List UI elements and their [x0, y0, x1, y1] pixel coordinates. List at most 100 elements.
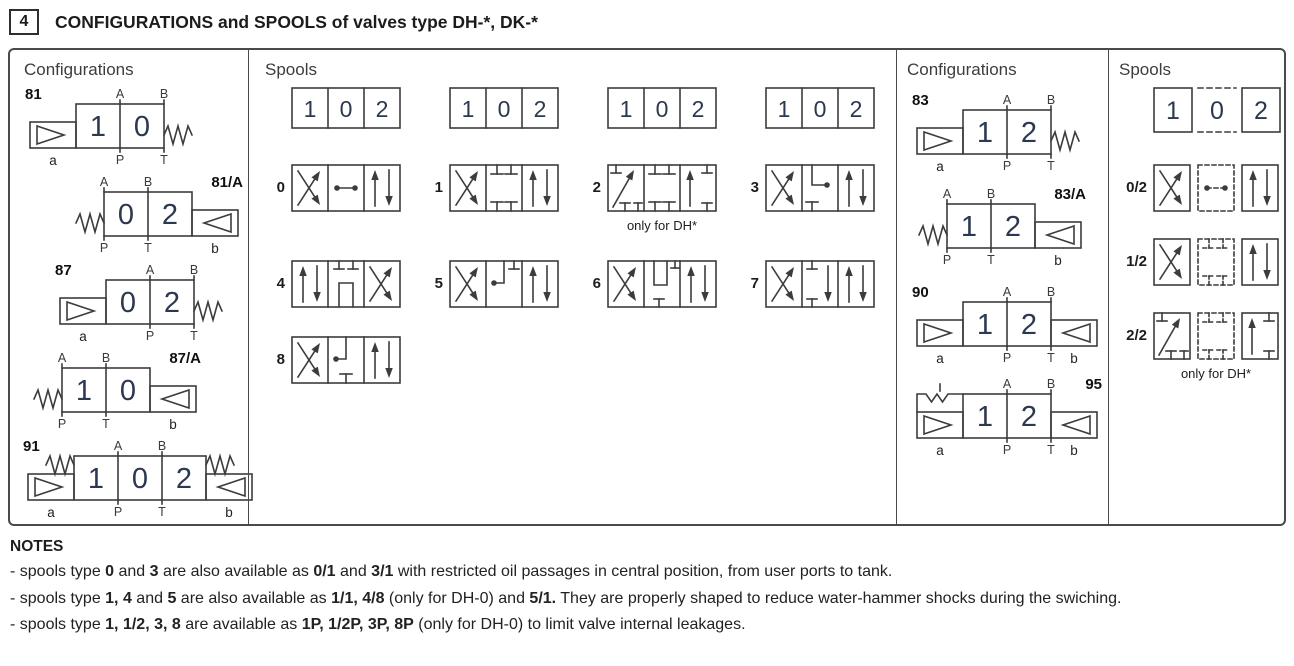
svg-text:0: 0: [498, 96, 511, 122]
svg-text:87/A: 87/A: [169, 350, 201, 367]
spool-symbol-1: [449, 164, 559, 212]
chamber-parallel-arrows: [1249, 169, 1271, 207]
chamber-crossed-arrows: [454, 169, 478, 207]
svg-text:A: A: [1003, 285, 1012, 299]
svg-text:2: 2: [1021, 401, 1037, 433]
svg-text:a: a: [936, 443, 944, 458]
chamber-parallel-arrows: [529, 169, 551, 207]
svg-text:1: 1: [304, 96, 317, 122]
svg-text:T: T: [158, 505, 166, 519]
spool-label: 1: [434, 179, 443, 196]
svg-text:P: P: [116, 153, 124, 167]
spool-label: 7: [750, 275, 759, 292]
note-text: - spools type: [10, 563, 106, 580]
svg-text:A: A: [114, 439, 123, 453]
left-configurations-heading: Configurations: [24, 60, 134, 79]
spool-caption: only for DH*: [626, 218, 698, 233]
solenoid-icon: [59, 297, 107, 325]
svg-text:B: B: [1047, 285, 1055, 299]
note-text: are also available as: [176, 589, 332, 607]
spool-caption: only for DH*: [1180, 366, 1252, 381]
solenoid-icon: [1034, 221, 1082, 249]
chamber-bend-to-plug: [805, 164, 830, 212]
svg-text:2: 2: [162, 199, 178, 231]
svg-text:1: 1: [90, 111, 106, 143]
notes-heading: NOTES: [10, 538, 64, 555]
spool-diagram-wrap: [606, 259, 718, 309]
svg-text:95: 95: [1085, 376, 1102, 393]
chamber-blocked-ports: [648, 164, 676, 212]
chamber-diagonal-arrow-blocked: [1156, 312, 1189, 360]
note-bold-text: 3: [149, 563, 159, 580]
chamber-up-arrow-blocked: [1248, 312, 1275, 360]
spool-label: 0: [276, 179, 285, 196]
svg-text:0: 0: [656, 96, 669, 122]
svg-text:B: B: [144, 175, 152, 189]
chamber-diagonal-arrow-blocked: [610, 164, 643, 212]
spool-6: 6: [579, 259, 737, 309]
chamber-u-bend-blocked: [653, 260, 680, 308]
chamber-parallel-arrows: [845, 265, 867, 303]
svg-text:P: P: [1003, 443, 1011, 457]
chamber-dashed-blocked-ports: [1202, 238, 1230, 286]
chamber-crossed-arrows: [368, 265, 392, 303]
svg-text:a: a: [936, 159, 944, 174]
svg-text:b: b: [1070, 443, 1078, 458]
chamber-crossed-arrows: [1158, 169, 1182, 207]
chamber-blocked-ports: [490, 164, 518, 212]
svg-text:1: 1: [778, 96, 791, 122]
chamber-parallel-arrows: [371, 169, 393, 207]
svg-text:0: 0: [120, 375, 136, 407]
spool-diagram-wrap: [290, 335, 402, 385]
svg-text:0: 0: [134, 111, 150, 143]
spool-4: 4: [263, 259, 421, 309]
svg-text:a: a: [936, 351, 944, 366]
svg-text:2: 2: [1021, 309, 1037, 341]
svg-text:1: 1: [620, 96, 633, 122]
chamber-crossed-arrows: [296, 341, 320, 379]
svg-text:90: 90: [912, 284, 929, 301]
spool-diagram-wrap: [290, 259, 402, 309]
note-text: are also available as: [158, 563, 314, 580]
chamber-parallel-arrows: [845, 169, 867, 207]
svg-text:2: 2: [376, 96, 389, 122]
svg-text:83/A: 83/A: [1054, 186, 1086, 203]
notes-section: NOTES - spools type 0 and 3 are also ava…: [10, 538, 1284, 639]
chamber-center-blocked-down-arrow: [806, 260, 832, 308]
note-bold-text: 0: [105, 563, 115, 580]
solenoid-icon: [27, 473, 75, 501]
note-text: - spools type: [10, 616, 106, 633]
svg-text:81/A: 81/A: [211, 174, 243, 191]
svg-text:0: 0: [132, 463, 148, 495]
svg-text:0: 0: [814, 96, 827, 122]
svg-text:2: 2: [850, 96, 863, 122]
section-header: 4 CONFIGURATIONS and SPOOLS of valves ty…: [0, 0, 1294, 35]
spool-3: 3: [737, 163, 895, 233]
svg-text:A: A: [943, 187, 952, 201]
spool-symbol-3: [765, 164, 875, 212]
chamber-dashed-blocked-ports: [1202, 312, 1230, 360]
main-spools-heading: Spools: [265, 60, 317, 79]
